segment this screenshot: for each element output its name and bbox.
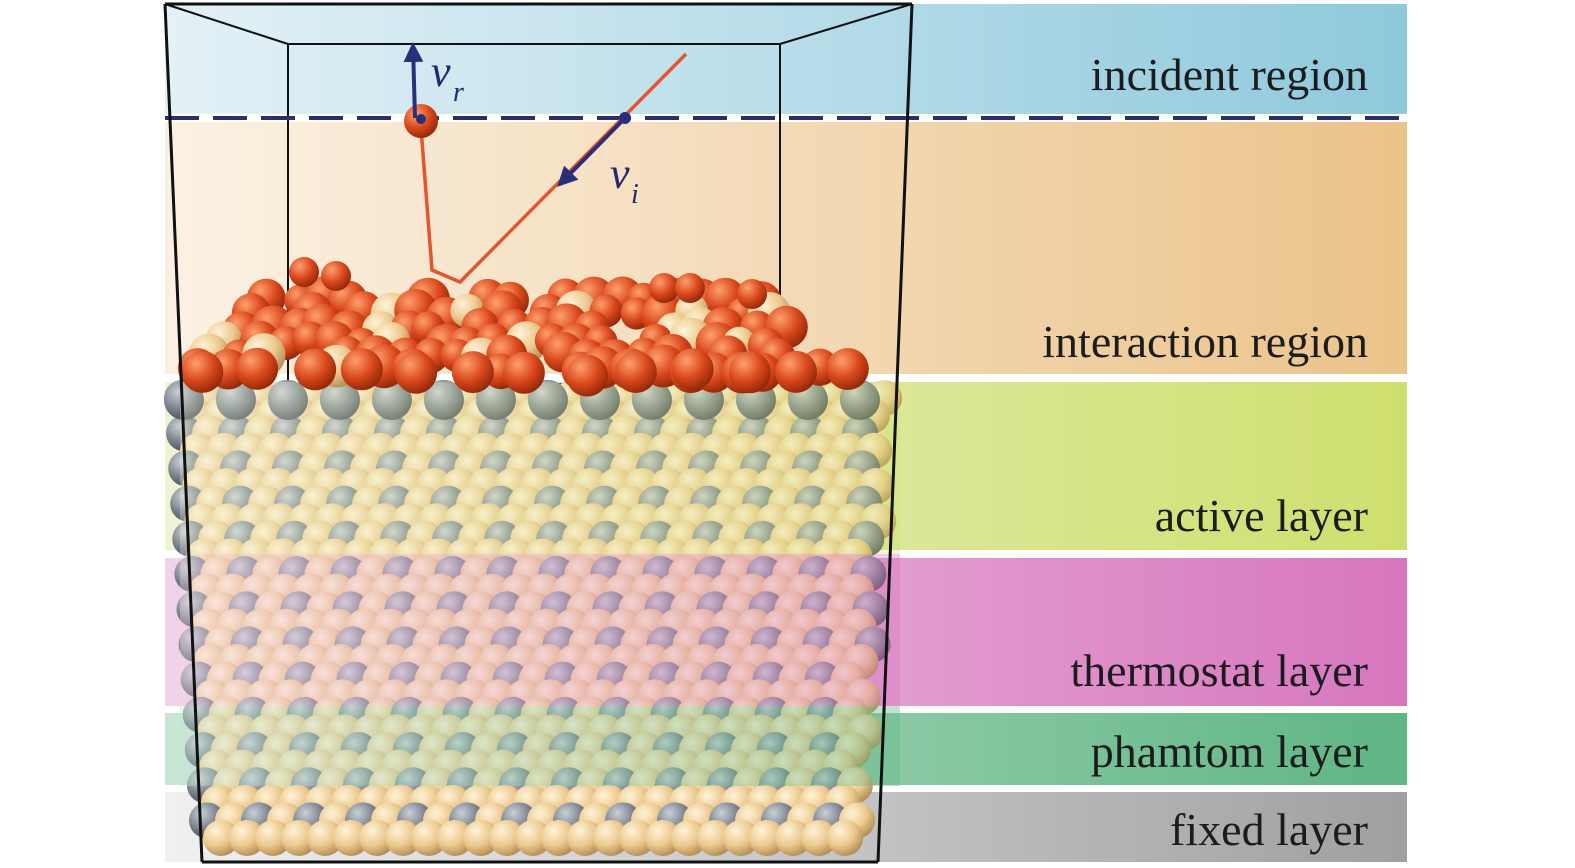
atom-light (801, 820, 837, 856)
atom-light (281, 820, 317, 856)
adsorbate-atom (728, 351, 771, 394)
layer-tints (180, 382, 900, 786)
atom-light (307, 820, 343, 856)
label-active-layer: active layer (1155, 490, 1368, 541)
band-incident (165, 4, 1407, 114)
velocity-subscript-incident: i (631, 179, 639, 210)
velocity-label-incident: v i (610, 149, 639, 210)
adsorbate-atom (675, 273, 705, 303)
atom-light (645, 820, 681, 856)
atom-light (619, 820, 655, 856)
atom-light (333, 820, 369, 856)
atom-light (411, 820, 447, 856)
tint-active (180, 382, 900, 554)
reflected-molecule-center (416, 114, 426, 124)
atom-light (671, 820, 707, 856)
adsorbate-layer (177, 257, 869, 397)
atom-light (437, 820, 473, 856)
atom-light (229, 820, 265, 856)
adsorbate-atom (321, 261, 351, 291)
atom-light (255, 820, 291, 856)
atom-light (723, 820, 759, 856)
box-edge-top-right (779, 3, 913, 45)
adsorbate-atom (289, 257, 319, 287)
adsorbate-atom (294, 348, 337, 391)
adsorbate-atom (826, 348, 869, 390)
tint-phantom (180, 706, 900, 786)
tint-thermostat (180, 554, 900, 706)
velocity-label-reflected: v r (431, 47, 464, 108)
adsorbate-atom (340, 348, 383, 391)
label-fixed-layer: fixed layer (1170, 804, 1368, 855)
velocity-subscript-reflected: r (453, 77, 464, 108)
atom-light (203, 820, 239, 856)
adsorbate-atom (614, 351, 657, 393)
box-front-right (876, 3, 914, 863)
adsorbate-atom (451, 351, 494, 394)
label-interaction-region: interaction region (1042, 316, 1368, 367)
velocity-symbol-incident: v (610, 149, 630, 198)
adsorbate-atom (502, 351, 545, 394)
box-edge-top-left (164, 3, 289, 45)
adsorbate-atom (671, 348, 714, 391)
adsorbate-atom (775, 350, 817, 393)
label-incident-region: incident region (1091, 49, 1368, 100)
atom-light (697, 820, 733, 856)
adsorbate-atom (236, 347, 279, 390)
atom-light (385, 820, 421, 856)
box-front-left (163, 3, 204, 863)
atom-light (775, 820, 811, 856)
reflected-velocity-arrow (403, 42, 424, 119)
adsorbate-atom (737, 279, 767, 309)
adsorbate-atom (649, 273, 679, 303)
adsorbate-atom (395, 351, 438, 394)
atom-light (515, 820, 551, 856)
atom-light (359, 820, 395, 856)
atom-light (489, 820, 525, 856)
atom-light (827, 820, 863, 856)
incident-velocity-arrow (557, 116, 627, 187)
region-labels: incident region interaction region activ… (1042, 49, 1368, 855)
adsorbate-atom (566, 354, 609, 397)
atom-light (541, 820, 577, 856)
atom-light (463, 820, 499, 856)
label-thermostat-layer: thermostat layer (1070, 645, 1368, 696)
adsorbate-atom (181, 350, 224, 393)
velocity-symbol-reflected: v (431, 47, 451, 96)
atom-light (593, 820, 629, 856)
simulation-box-front (163, 2, 914, 864)
atom-light (567, 820, 603, 856)
atom-light (749, 820, 785, 856)
label-phantom-layer: phamtom layer (1091, 726, 1368, 777)
